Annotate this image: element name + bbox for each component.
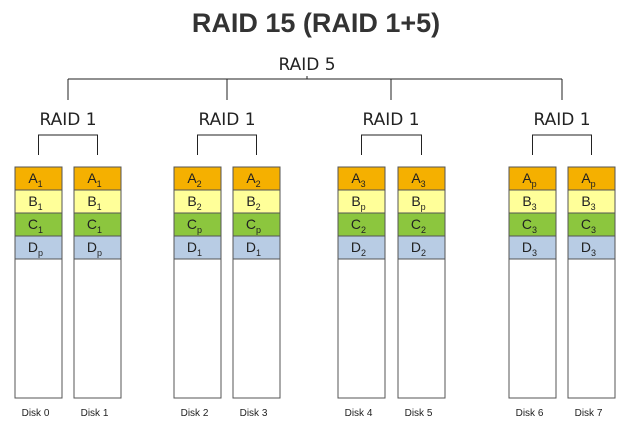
- stripe-label: C1: [28, 216, 43, 235]
- stripe-block: [232, 235, 281, 260]
- stripe-label: B1: [28, 193, 42, 212]
- diagram-title: RAID 15 (RAID 1+5): [191, 8, 441, 38]
- stripe-label: B3: [581, 193, 595, 212]
- stripe-label: C2: [351, 216, 366, 235]
- stripe-label: D2: [351, 239, 366, 258]
- raid5-label: RAID 5: [278, 55, 335, 75]
- stripe-label: D3: [522, 239, 537, 258]
- stripe-label: D2: [411, 239, 426, 258]
- stripe-label: Ap: [581, 170, 595, 189]
- raid1-label: RAID 1: [362, 110, 419, 130]
- stripe-label: Cp: [187, 216, 202, 235]
- stripe-label: D3: [581, 239, 596, 258]
- disk-label: Disk 3: [240, 408, 268, 419]
- raid1-label: RAID 1: [198, 110, 255, 130]
- stripe-block: [173, 235, 222, 260]
- disk-label: Disk 7: [575, 408, 603, 419]
- stripe-label: Dp: [87, 239, 102, 258]
- raid1-bracket: [197, 134, 257, 155]
- raid1-label: RAID 1: [533, 110, 590, 130]
- stripe-block: [567, 235, 616, 260]
- disk-label: Disk 4: [345, 408, 373, 419]
- raid1-label: RAID 1: [39, 110, 96, 130]
- stripe-label: D1: [187, 239, 202, 258]
- stripe-label: A3: [411, 170, 425, 189]
- stripe-label: A2: [187, 170, 201, 189]
- stripe-label: Dp: [28, 239, 43, 258]
- stripe-label: A1: [28, 170, 42, 189]
- stripe-block: [14, 235, 63, 260]
- raid1-bracket: [361, 134, 422, 155]
- raid1-bracket: [532, 134, 592, 155]
- stripe-label: C3: [581, 216, 596, 235]
- stripe-block: [337, 235, 386, 260]
- disk-label: Disk 5: [405, 408, 433, 419]
- connector-lines: [67, 76, 563, 100]
- stripe-block: [397, 235, 446, 260]
- stripe-label: Bp: [351, 193, 365, 212]
- stripe-label: A1: [87, 170, 101, 189]
- stripe-label: C1: [87, 216, 102, 235]
- stripe-block: [508, 235, 557, 260]
- stripe-label: B2: [187, 193, 201, 212]
- stripe-label: Bp: [411, 193, 425, 212]
- stripe-label: B2: [246, 193, 260, 212]
- disk-label: Disk 0: [22, 408, 50, 419]
- stripe-label: A2: [246, 170, 260, 189]
- disk-label: Disk 6: [516, 408, 544, 419]
- stripe-label: C3: [522, 216, 537, 235]
- disk-label: Disk 2: [181, 408, 209, 419]
- stripe-label: D1: [246, 239, 261, 258]
- stripe-label: B3: [522, 193, 536, 212]
- stripe-label: Ap: [522, 170, 536, 189]
- stripe-label: Cp: [246, 216, 261, 235]
- stripe-label: A3: [351, 170, 365, 189]
- stripe-label: C2: [411, 216, 426, 235]
- disk-label: Disk 1: [81, 408, 109, 419]
- stripe-label: B1: [87, 193, 101, 212]
- stripe-block: [73, 235, 122, 260]
- raid1-bracket: [38, 134, 98, 155]
